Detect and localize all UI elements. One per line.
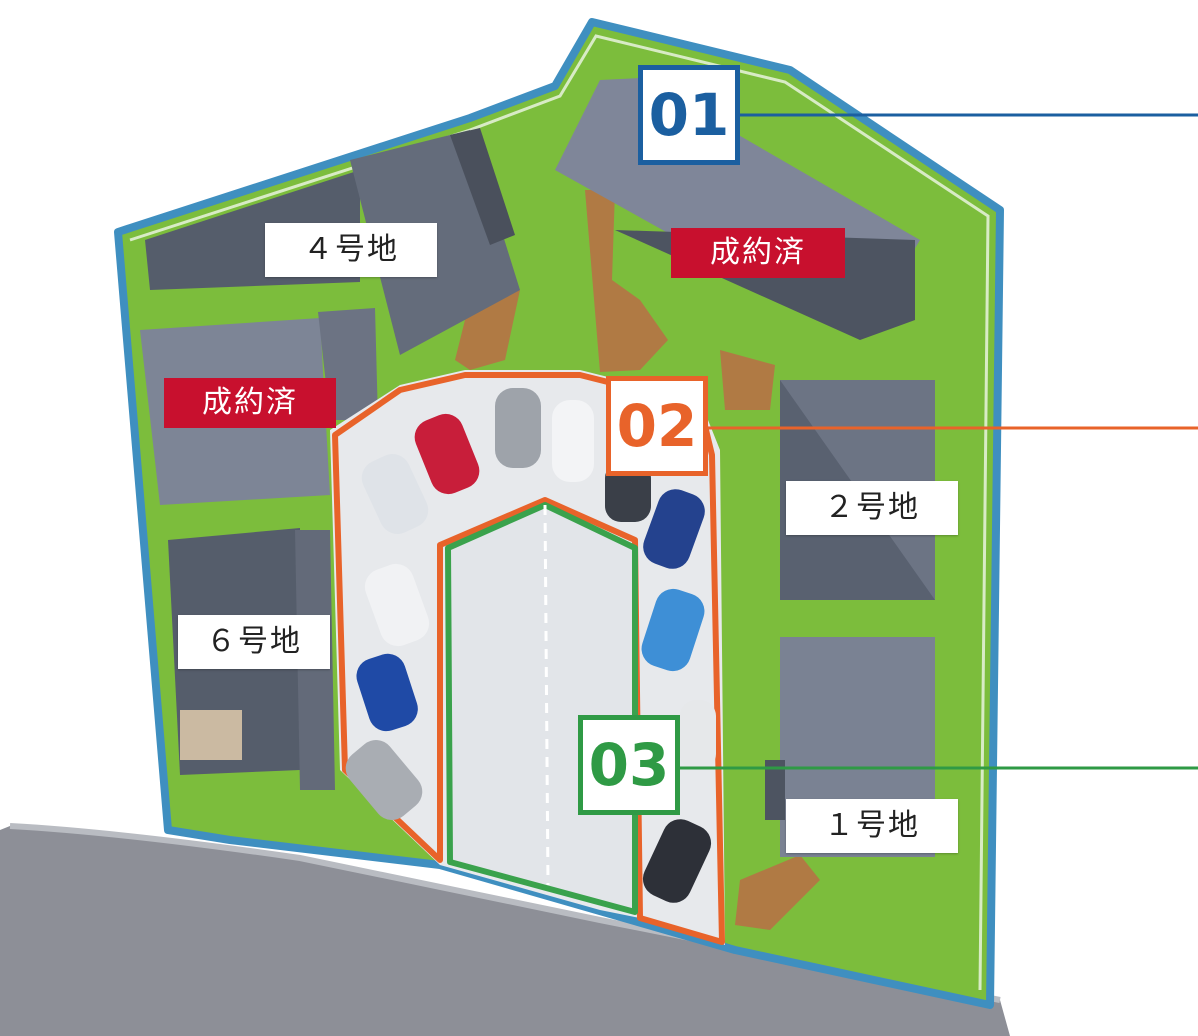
section-number-01: 01	[638, 65, 740, 165]
sold-badge-west: 成約済	[164, 378, 336, 428]
sold-badge-north: 成約済	[671, 228, 845, 278]
section-number-02: 02	[606, 376, 708, 476]
lot-label-1: １号地	[786, 799, 958, 853]
garden-path	[720, 350, 775, 410]
section-number-03: 03	[578, 715, 680, 815]
garden-path	[585, 190, 668, 372]
garden-path	[735, 855, 820, 930]
road	[0, 826, 1010, 1036]
lot-label-2: ２号地	[786, 481, 958, 535]
lot-label-6: ６号地	[178, 615, 330, 669]
parking-section-02-outline	[332, 372, 725, 945]
lot-label-4: ４号地	[265, 223, 437, 277]
parking-section-03-outline	[445, 502, 638, 915]
parked-cars	[345, 388, 716, 903]
